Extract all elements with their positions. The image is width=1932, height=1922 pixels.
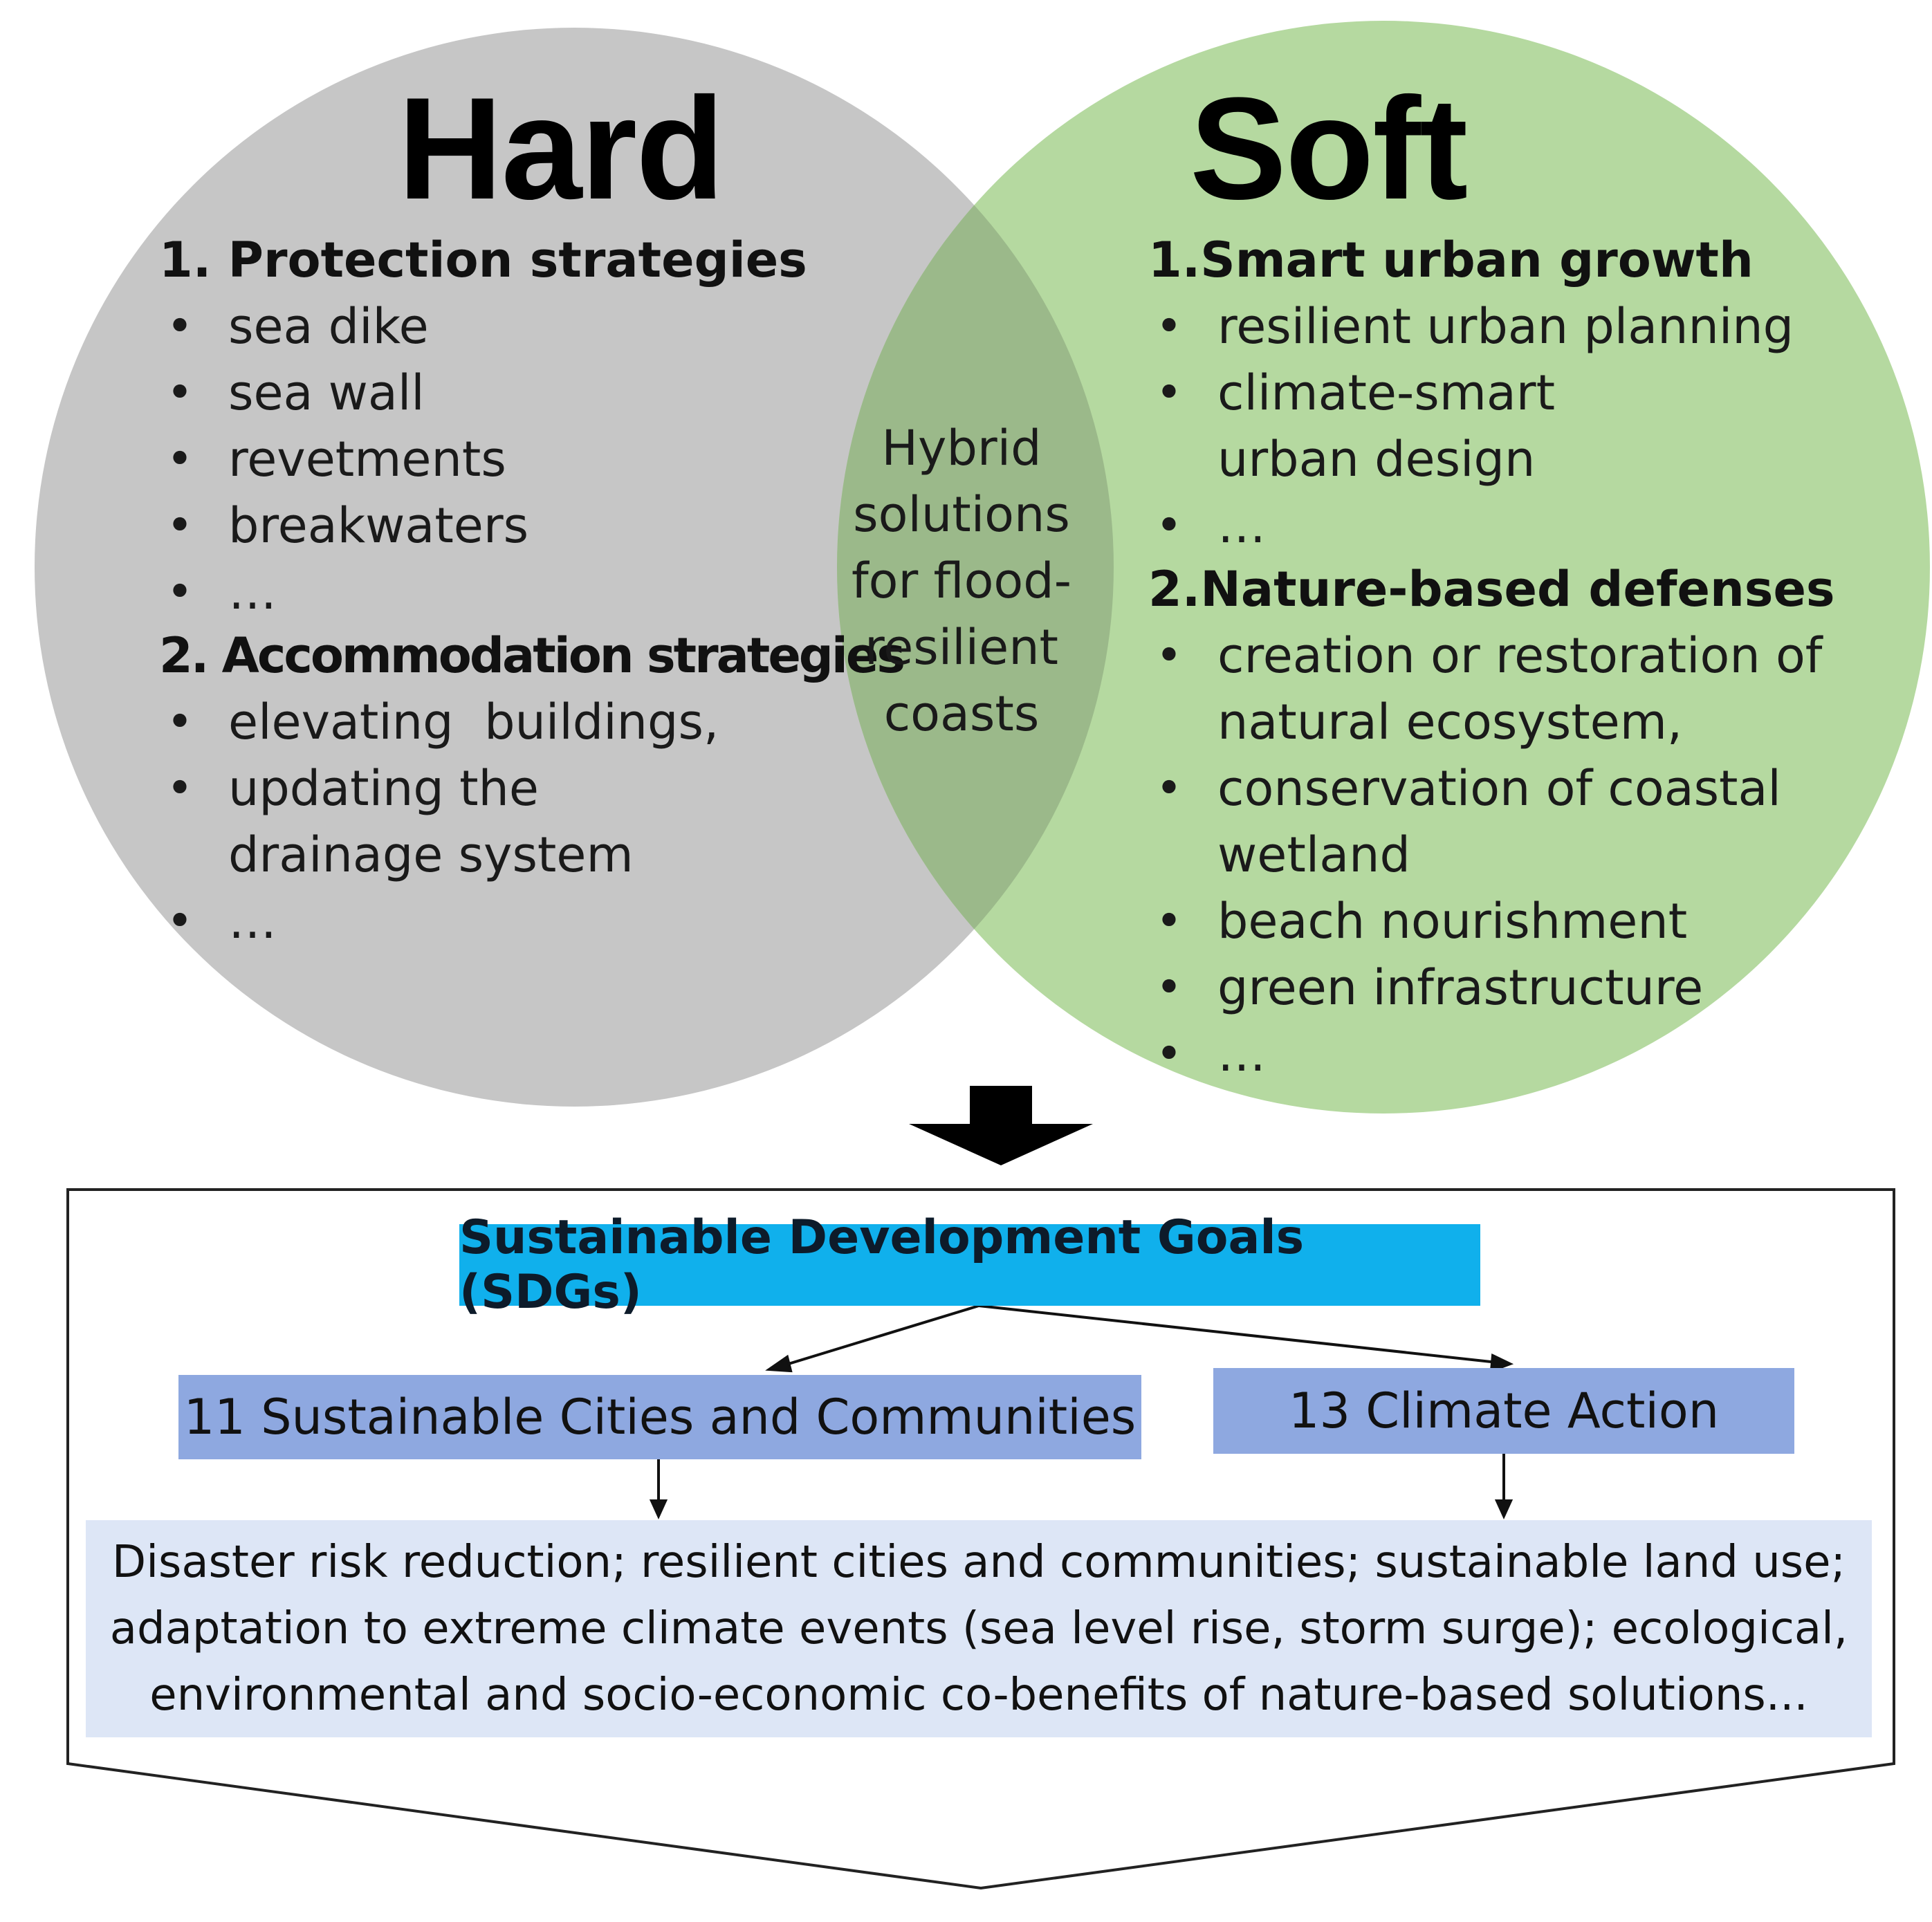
item-text: conservation of coastal wetland — [1217, 760, 1781, 883]
bullet-icon: • — [166, 894, 194, 948]
bullet-icon: • — [166, 695, 194, 748]
item-text: elevating buildings, — [228, 694, 719, 750]
sdg-outcomes: Disaster risk reduction; resilient citie… — [86, 1520, 1872, 1737]
goal-13-box: 13 Climate Action — [1213, 1368, 1794, 1454]
list-item: • updating the drainage system — [159, 755, 712, 888]
list-item: • sea wall — [159, 360, 782, 426]
item-text: … — [228, 564, 277, 620]
bullet-icon: • — [1155, 499, 1183, 552]
list-item: • green infrastructure — [1148, 954, 1840, 1021]
bullet-icon: • — [1155, 894, 1183, 948]
soft-title: Soft — [1190, 67, 1468, 230]
soft-circle — [837, 21, 1930, 1114]
list-item: • breakwaters — [159, 492, 782, 559]
section-heading: 2.Nature-based defenses — [1148, 561, 1835, 618]
item-text: … — [1217, 1026, 1266, 1082]
list-item: •… — [1148, 1021, 1840, 1087]
list-item: • creation or restoration of natural ecos… — [1148, 622, 1833, 755]
list-item: • elevating buildings, — [159, 689, 782, 755]
outcome-line: adaptation to extreme climate events (se… — [109, 1603, 1848, 1654]
outcome-line: environmental and socio-economic co-bene… — [149, 1670, 1808, 1721]
down-arrow — [909, 1086, 1093, 1165]
section-heading: 2. Accommodation strategies — [159, 627, 905, 684]
bullet-icon: • — [1155, 629, 1183, 682]
hard-title: Hard — [398, 67, 724, 230]
item-text: creation or restoration of natural ecosy… — [1217, 627, 1823, 750]
hard-circle — [35, 28, 1114, 1107]
item-text: … — [228, 893, 277, 950]
list-item: • climate-smart urban design — [1148, 360, 1688, 492]
bullet-icon: • — [166, 499, 194, 552]
sdg-title: Sustainable Development Goals (SDGs) — [459, 1210, 1480, 1320]
list-item: • revetments — [159, 426, 782, 492]
list-item: •… — [159, 888, 782, 954]
item-text: sea wall — [228, 364, 425, 421]
bullet-icon: • — [1155, 366, 1183, 419]
soft-list-smart-growth: • resilient urban planning • climate-smart… — [1148, 293, 1840, 559]
section-heading: 1. Protection strategies — [159, 232, 807, 288]
goal-11-box: 11 Sustainable Cities and Communities — [178, 1375, 1141, 1459]
bullet-icon: • — [1155, 299, 1183, 353]
hybrid-solutions-label: Hybrid solutions for flood- resilient co… — [830, 415, 1093, 747]
hybrid-line: solutions — [853, 486, 1070, 543]
list-item: •… — [1148, 492, 1840, 559]
list-item: • sea dike — [159, 293, 782, 360]
list-item: • beach nourishment — [1148, 888, 1840, 954]
hard-list-accommodation: • elevating buildings, • updating the drai… — [159, 689, 782, 954]
bullet-icon: • — [166, 432, 194, 486]
soft-list-nature-based: • creation or restoration of natural ecos… — [1148, 622, 1840, 1087]
item-text: sea dike — [228, 298, 429, 355]
item-text: breakwaters — [228, 497, 529, 554]
hard-list-protection: • sea dike • sea wall • revetments • breakwa… — [159, 293, 782, 625]
list-item: • resilient urban planning — [1148, 293, 1840, 360]
section-heading: 1.Smart urban growth — [1148, 232, 1754, 288]
list-item: • conservation of coastal wetland — [1148, 755, 1833, 888]
hybrid-line: for flood- — [852, 553, 1071, 609]
item-text: … — [1217, 497, 1266, 554]
bullet-icon: • — [1155, 961, 1183, 1014]
bullet-icon: • — [166, 761, 194, 815]
hybrid-line: Hybrid — [881, 420, 1042, 477]
item-text: climate-smart urban design — [1217, 364, 1556, 488]
bullet-icon: • — [166, 565, 194, 618]
item-text: green infrastructure — [1217, 959, 1704, 1016]
item-text: revetments — [228, 431, 506, 488]
bullet-icon: • — [166, 366, 194, 419]
hybrid-line: coasts — [883, 685, 1040, 742]
bullet-icon: • — [166, 299, 194, 353]
item-text: updating the drainage system — [228, 760, 634, 883]
item-text: beach nourishment — [1217, 893, 1688, 950]
item-text: resilient urban planning — [1217, 298, 1794, 355]
hybrid-line: resilient — [865, 619, 1058, 676]
sdg-connectors — [649, 1304, 1514, 1519]
list-item: •… — [159, 559, 782, 625]
bullet-icon: • — [1155, 761, 1183, 815]
bullet-icon: • — [1155, 1027, 1183, 1080]
outcome-line: Disaster risk reduction; resilient citie… — [111, 1537, 1846, 1588]
